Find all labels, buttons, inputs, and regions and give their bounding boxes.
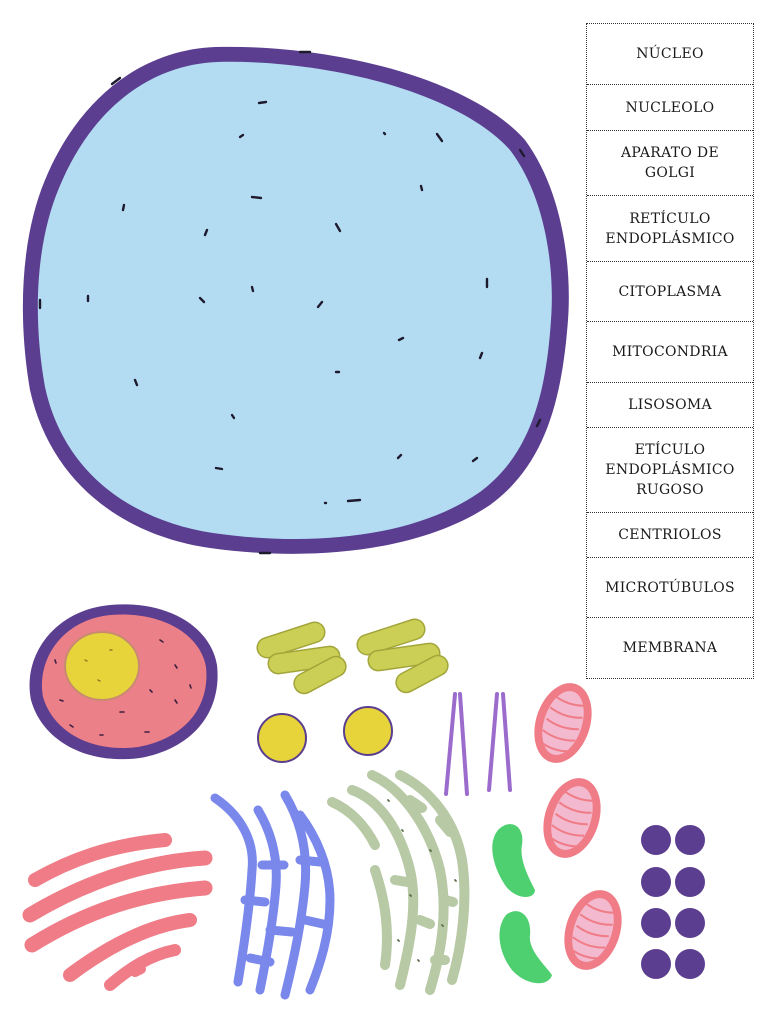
smooth-er-icon[interactable]: [210, 790, 335, 1000]
label-reticulo-endoplasmico[interactable]: RETÍCULO ENDOPLÁSMICO: [587, 196, 753, 262]
ribosome-dot-icon[interactable]: [641, 825, 705, 979]
label-table: NÚCLEO NUCLEOLO APARATO DE GOLGI RETÍCUL…: [586, 23, 754, 679]
cytoplasm-icon: [37, 61, 552, 540]
lysosome-icon[interactable]: [492, 824, 552, 984]
label-membrana[interactable]: MEMBRANA: [622, 640, 718, 656]
label-microtubulos[interactable]: MICROTÚBULOS: [587, 558, 753, 618]
label-nucleolo[interactable]: NUCLEOLO: [587, 85, 753, 131]
vesicle-icon[interactable]: [257, 706, 393, 763]
label-aparato-de-golgi[interactable]: APARATO DE GOLGI: [587, 131, 753, 196]
golgi-icon[interactable]: [327, 770, 470, 995]
mitochondria-icon[interactable]: [525, 676, 632, 978]
label-centriolos[interactable]: CENTRIOLOS: [587, 513, 753, 558]
nucleus-icon[interactable]: [29, 604, 218, 760]
label-nucleo[interactable]: NÚCLEO: [587, 24, 753, 85]
label-lisosoma[interactable]: LISOSOMA: [587, 383, 753, 428]
centriole-icon[interactable]: [255, 617, 452, 697]
label-mitocondria[interactable]: MITOCONDRIA: [587, 322, 753, 383]
label-reticulo-endoplasmico-rugoso[interactable]: ETÍCULO ENDOPLÁSMICO RUGOSO: [587, 428, 753, 513]
cell-membrane-icon[interactable]: [22, 46, 569, 555]
nucleolus-icon: [64, 631, 140, 701]
microtubule-icon[interactable]: [444, 692, 512, 796]
rough-er-icon[interactable]: [22, 833, 213, 991]
label-citoplasma[interactable]: CITOPLASMA: [587, 262, 753, 322]
